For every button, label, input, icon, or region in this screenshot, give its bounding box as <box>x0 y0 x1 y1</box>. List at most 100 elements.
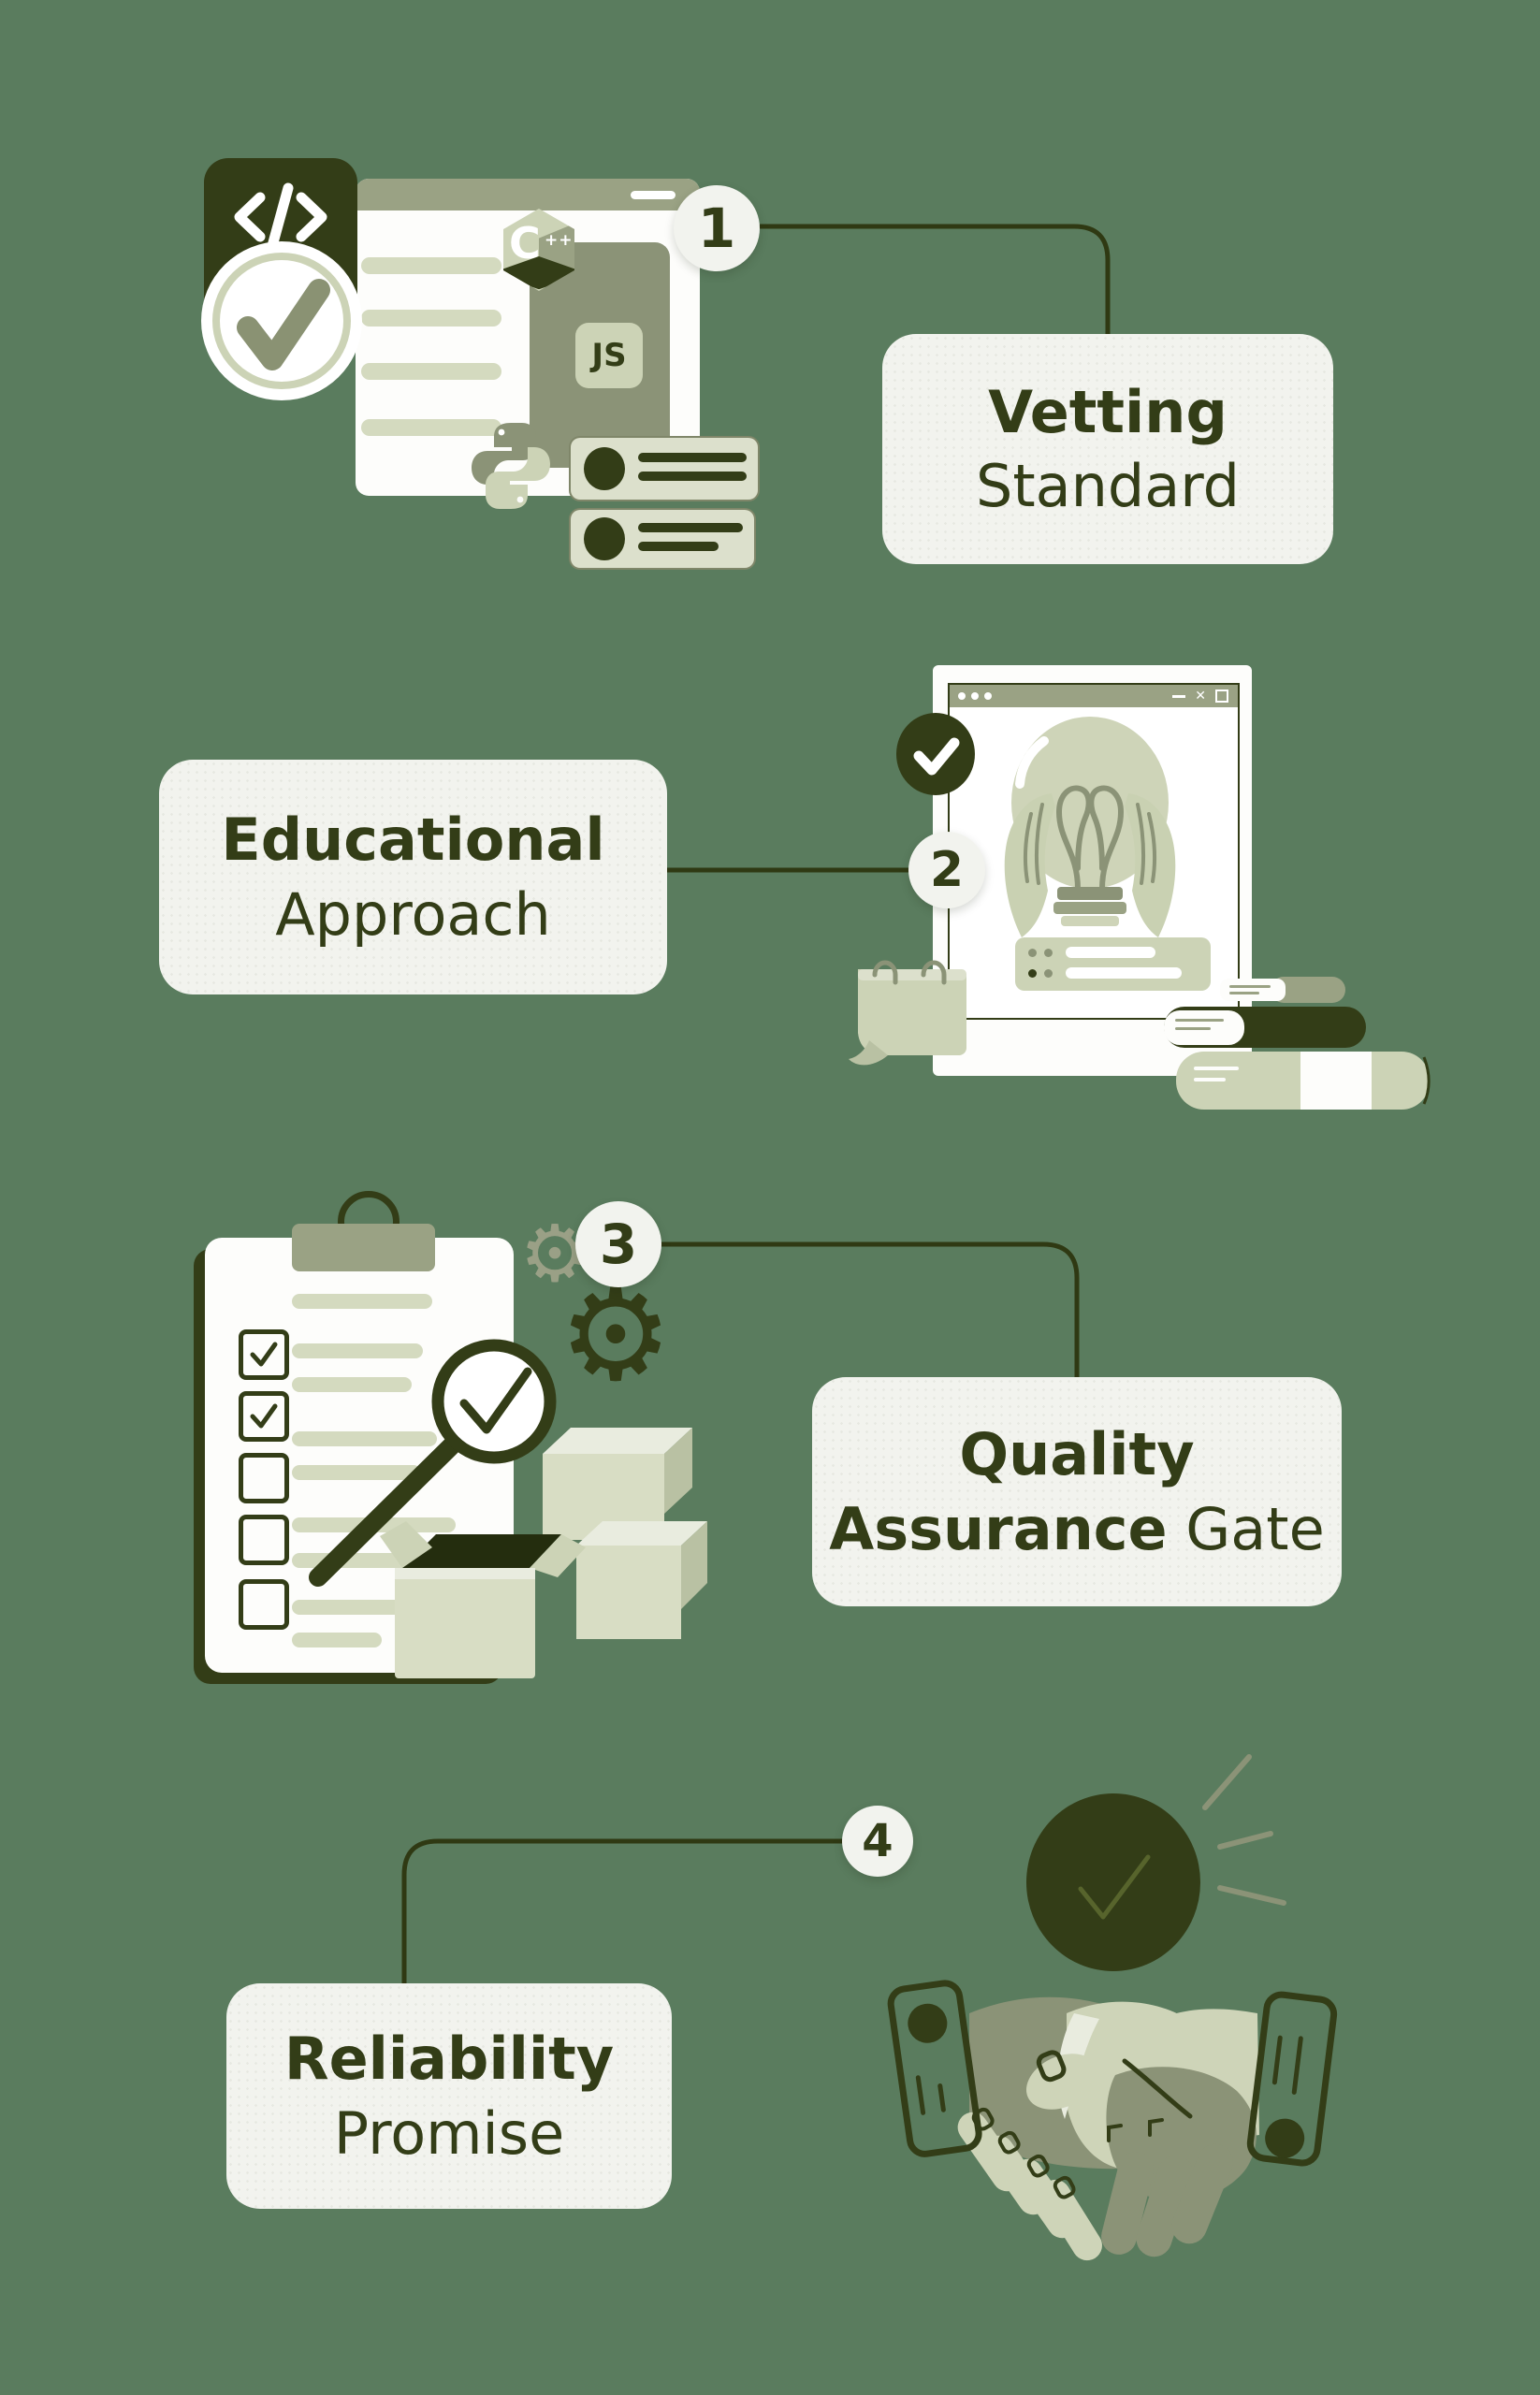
illustration-educational: ✕ <box>823 646 1478 1169</box>
window-dot-icon <box>984 692 992 700</box>
close-icon: ✕ <box>1195 689 1206 704</box>
window-dot-icon <box>971 692 979 700</box>
connector-line-3 <box>661 1241 1080 1377</box>
step-number-text: 4 <box>862 1815 893 1867</box>
step-number-badge-2: 2 <box>908 832 985 908</box>
book-top <box>1220 977 1345 1003</box>
gear-glyph: ⚙ <box>559 1262 673 1410</box>
hand-contour <box>1122 2058 1193 2119</box>
title-card-vetting-standard: Vetting Standard <box>882 334 1333 564</box>
notification-row <box>569 436 760 501</box>
notif-text-line <box>638 542 719 551</box>
checkbox-checked <box>239 1391 289 1442</box>
notif-text-line <box>638 472 747 481</box>
card-title-line: Educational <box>221 803 604 877</box>
gear-icon: ⚙ <box>543 1263 689 1409</box>
illustration-code-vetting: C ++ JS <box>187 112 805 655</box>
js-icon: JS <box>575 323 643 388</box>
illustration-reliability-handshake <box>823 1731 1497 2311</box>
card-title-regular: Promise <box>333 2098 565 2168</box>
title-card-reliability-promise: Reliability Promise <box>226 1983 672 2209</box>
list-text-bar <box>292 1343 423 1358</box>
js-label: JS <box>591 337 627 374</box>
clipboard-clip <box>292 1224 435 1271</box>
card-title-bold: Reliability <box>283 2025 615 2094</box>
card-title-line: Reliability <box>284 2022 614 2096</box>
right-hand <box>1125 793 1176 937</box>
list-text-bar <box>292 1377 412 1392</box>
handshake-icon <box>887 1980 1338 2261</box>
bullet-dot-icon <box>584 517 625 560</box>
comment-card <box>1015 937 1211 991</box>
card-title-line: Quality <box>959 1417 1194 1491</box>
text-pill <box>1066 967 1182 979</box>
checkmark-icon <box>237 279 330 370</box>
card-title-bold: Quality <box>959 1420 1195 1489</box>
card-title-regular: Approach <box>275 879 551 949</box>
open-box <box>380 1521 586 1678</box>
book-middle <box>1164 1007 1366 1048</box>
card-title-regular: Standard <box>975 452 1241 520</box>
maximize-icon <box>1215 689 1228 703</box>
title-card-quality-assurance-gate: Quality Assurance Gate <box>812 1377 1342 1606</box>
text-pill <box>1066 947 1155 958</box>
list-text-bar <box>292 1465 421 1480</box>
code-line-bar <box>361 310 501 327</box>
step-number-text: 3 <box>599 1212 638 1276</box>
checkbox-empty <box>239 1453 289 1503</box>
approval-circle-icon <box>1026 1793 1200 1971</box>
card-title-line: Standard <box>976 449 1240 523</box>
card-title-regular: Gate <box>1167 1494 1325 1563</box>
checkbox-empty <box>239 1579 289 1630</box>
card-title-line: Assurance Gate <box>829 1492 1325 1566</box>
notification-row <box>569 508 756 570</box>
window-dot-icon <box>958 692 966 700</box>
python-icon <box>472 423 550 509</box>
code-tag-icon <box>234 182 327 252</box>
dot-icon <box>1028 949 1037 957</box>
card-title-bold: Vetting <box>988 377 1228 446</box>
card-title-bold: Assurance <box>829 1494 1168 1563</box>
dot-icon <box>1044 969 1053 978</box>
connector-line-1 <box>760 224 1111 334</box>
magnifier-check-icon <box>309 1339 557 1587</box>
window-toolbar: ✕ <box>950 685 1238 707</box>
notif-text-line <box>638 453 747 462</box>
left-hand <box>1004 793 1055 937</box>
check-badge-icon <box>896 713 975 795</box>
cpp-letter: C <box>509 218 541 269</box>
checkbox-empty <box>239 1515 289 1565</box>
dot-icon <box>1044 949 1053 957</box>
notif-text-line <box>638 523 743 532</box>
left-cuff <box>887 1980 982 2157</box>
step-number-badge-4: 4 <box>842 1806 913 1877</box>
card-title-line: Promise <box>334 2097 564 2170</box>
list-text-bar <box>292 1294 432 1309</box>
list-text-bar <box>292 1600 421 1615</box>
code-line-bar <box>361 363 501 380</box>
step-number-text: 2 <box>929 842 965 898</box>
card-title-line: Vetting <box>988 375 1228 449</box>
thumb <box>1025 2054 1098 2110</box>
step-number-text: 1 <box>697 196 736 260</box>
list-text-bar <box>292 1431 437 1446</box>
checkmark-circle <box>201 241 362 400</box>
bullet-dot-icon <box>584 447 625 490</box>
book-bottom <box>1176 1052 1431 1110</box>
cube-bottom <box>576 1521 707 1639</box>
lightbulb-hands-icon <box>1004 717 1176 937</box>
step-number-badge-3: 3 <box>575 1201 661 1287</box>
minimize-icon <box>631 191 676 199</box>
minimize-icon <box>1172 694 1186 698</box>
list-text-bar <box>292 1633 382 1647</box>
dot-icon <box>1028 969 1037 978</box>
notepad-icon <box>849 960 966 1066</box>
books-icon <box>1164 977 1431 1110</box>
connector-line-4 <box>401 1838 842 1983</box>
illustration-quality-checklist: ⚙ ⚙ <box>131 1160 748 1721</box>
right-cuff <box>1246 1991 1338 2167</box>
card-title-bold: Educational <box>221 806 605 875</box>
step-number-badge-1: 1 <box>674 185 760 271</box>
